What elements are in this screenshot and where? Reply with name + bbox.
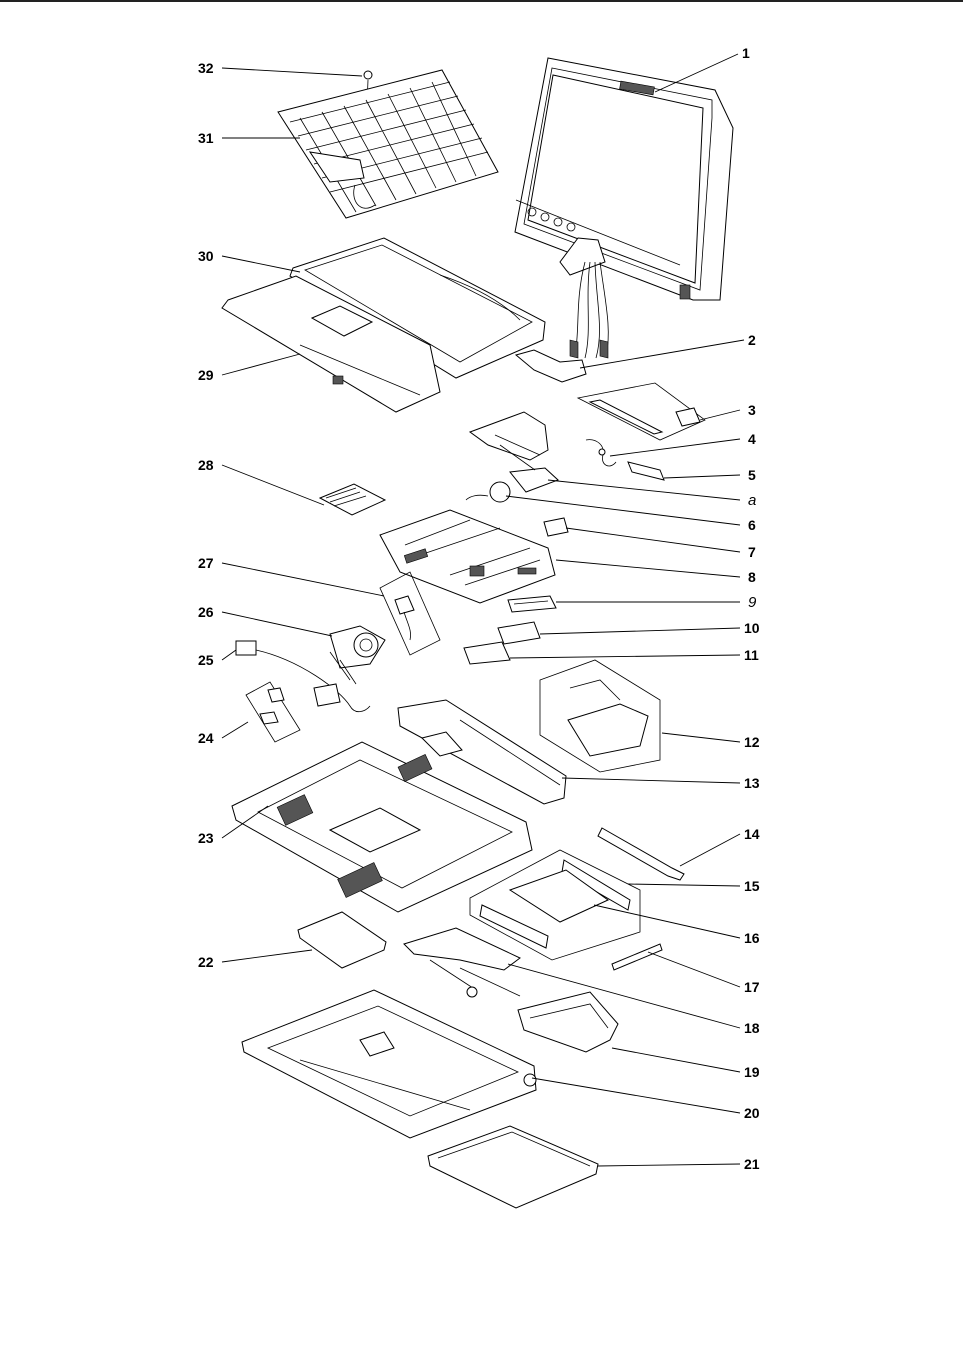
part-pc-card-slot <box>318 483 387 516</box>
part-speaker-assembly <box>379 571 441 656</box>
callout-20: 20 <box>744 1105 760 1121</box>
callout-1: 1 <box>742 45 750 61</box>
part-battery-pack <box>397 699 567 805</box>
part-drive-tray <box>403 927 521 998</box>
part-base-enclosure <box>241 989 537 1139</box>
part-backup-battery <box>465 481 511 503</box>
callout-10: 10 <box>744 620 760 636</box>
part-drive-rail <box>611 943 663 971</box>
callout-13: 13 <box>744 775 760 791</box>
callout-22: 22 <box>198 954 214 970</box>
callout-18: 18 <box>744 1020 760 1036</box>
callout-19: 19 <box>744 1064 760 1080</box>
callout-15: 15 <box>744 878 760 894</box>
callout-8: 8 <box>748 569 756 585</box>
callout-17: 17 <box>744 979 760 995</box>
part-hard-disk-kit <box>469 849 641 961</box>
callout-a: a <box>748 492 756 509</box>
callout-16: 16 <box>744 930 760 946</box>
callout-32: 32 <box>198 60 214 76</box>
part-modem-card <box>463 641 511 665</box>
callout-27: 27 <box>198 555 214 571</box>
part-frame-assembly <box>468 411 559 493</box>
callout-26: 26 <box>198 604 214 620</box>
part-optical-drive <box>517 991 619 1053</box>
part-tablet-stylus <box>597 827 685 881</box>
part-memory-card <box>507 595 557 613</box>
part-lcd-assembly <box>514 57 734 359</box>
callout-31: 31 <box>198 130 214 146</box>
callout-29: 29 <box>198 367 214 383</box>
part-system-board <box>379 509 556 604</box>
callout-30: 30 <box>198 248 214 264</box>
callout-7: 7 <box>748 544 756 560</box>
part-io-board <box>539 659 661 773</box>
part-ultrabay-drive <box>427 1125 599 1209</box>
callout-12: 12 <box>744 734 760 750</box>
page-top-rule <box>0 0 963 2</box>
callout-6: 6 <box>748 517 756 533</box>
callout-4: 4 <box>748 431 756 447</box>
callout-23: 23 <box>198 830 214 846</box>
callout-21: 21 <box>744 1156 760 1172</box>
callout-11: 11 <box>744 647 759 663</box>
part-drive-cover <box>297 911 387 969</box>
callout-5: 5 <box>748 467 756 483</box>
part-power-cable <box>235 640 371 713</box>
callout-labels: 1 2 3 4 5 a 6 7 8 9 10 11 12 13 14 15 16… <box>198 45 760 1172</box>
part-keyboard <box>277 69 499 219</box>
part-base-cover <box>231 741 533 913</box>
part-cooling-fan <box>329 625 386 685</box>
leader-lines <box>221 53 745 1167</box>
callout-14: 14 <box>744 826 760 842</box>
callout-25: 25 <box>198 652 214 668</box>
part-keyboard-bezel <box>289 237 546 379</box>
callout-9: 9 <box>748 594 757 611</box>
callout-2: 2 <box>748 332 756 348</box>
callout-3: 3 <box>748 402 756 418</box>
part-antenna-cable <box>585 439 617 467</box>
part-palm-rest <box>221 275 441 413</box>
part-memory-module <box>543 517 569 537</box>
part-wireless-card <box>497 621 541 645</box>
part-hinge-cap <box>627 461 665 481</box>
part-support-bracket <box>576 382 706 441</box>
callout-28: 28 <box>198 457 214 473</box>
callout-24: 24 <box>198 730 214 746</box>
part-clip-kit <box>245 681 301 743</box>
